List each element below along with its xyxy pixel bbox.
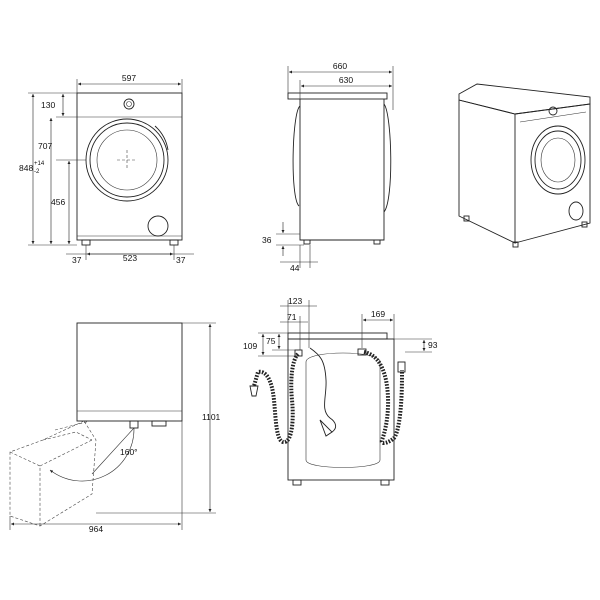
front-view: 597 130 707 848 +14 -2 456 37 523 37 (19, 73, 194, 265)
dim-door-angle: 160° (120, 447, 138, 457)
rear-view: 123 71 169 109 75 93 (243, 296, 438, 486)
rear-panel-recess (305, 352, 381, 468)
side-top-panel (287, 92, 388, 100)
dim-foot-right: 37 (176, 255, 186, 265)
dim-outlet-from-top: 109 (243, 341, 257, 351)
drain-hose (252, 352, 300, 444)
dim-top-lid: 130 (41, 100, 55, 110)
iso-front (514, 103, 591, 244)
dim-foot-left: 37 (72, 255, 82, 265)
dim-foot-span: 523 (123, 253, 137, 263)
dim-inlet-span: 169 (371, 309, 385, 319)
dim-outlet-from-side: 123 (288, 296, 302, 306)
rear-cabinet (287, 338, 395, 481)
iso-top (458, 83, 591, 115)
front-door (85, 118, 169, 202)
dim-total-height: 848 (19, 163, 33, 173)
dim-hose-from-top: 75 (266, 336, 276, 346)
drain-hose-right (363, 350, 404, 446)
door-swing-arc (49, 427, 135, 482)
dim-outlet-offset: 71 (287, 312, 297, 322)
isometric-view (458, 83, 591, 248)
inlet-hose (309, 347, 337, 433)
dim-foot-offset: 44 (290, 263, 300, 273)
dim-width: 597 (122, 73, 136, 83)
dim-body-depth: 630 (339, 75, 353, 85)
program-knob (123, 98, 135, 110)
side-cabinet (299, 99, 385, 241)
dim-door-bottom: 456 (51, 197, 65, 207)
iso-door (530, 125, 586, 195)
dim-door-open-depth: 964 (89, 524, 103, 534)
iso-side (458, 100, 516, 244)
filter-cover (147, 215, 169, 237)
dim-door-center: 707 (38, 141, 52, 151)
top-view: 160° 1101 964 (9, 322, 221, 534)
side-view: 660 630 36 44 (262, 61, 394, 273)
dim-total-tol-minus: -2 (34, 169, 40, 175)
front-cabinet (76, 92, 183, 241)
top-cabinet (76, 322, 183, 422)
dim-inlet-from-top: 93 (428, 340, 438, 350)
dim-overall-depth: 660 (333, 61, 347, 71)
open-door-outline (9, 420, 97, 527)
rear-top-panel (287, 332, 388, 340)
dim-foot-height: 36 (262, 235, 272, 245)
dim-total-tol-plus: +14 (34, 161, 45, 167)
iso-knob (548, 106, 558, 116)
dim-door-open-height: 1101 (202, 412, 221, 422)
